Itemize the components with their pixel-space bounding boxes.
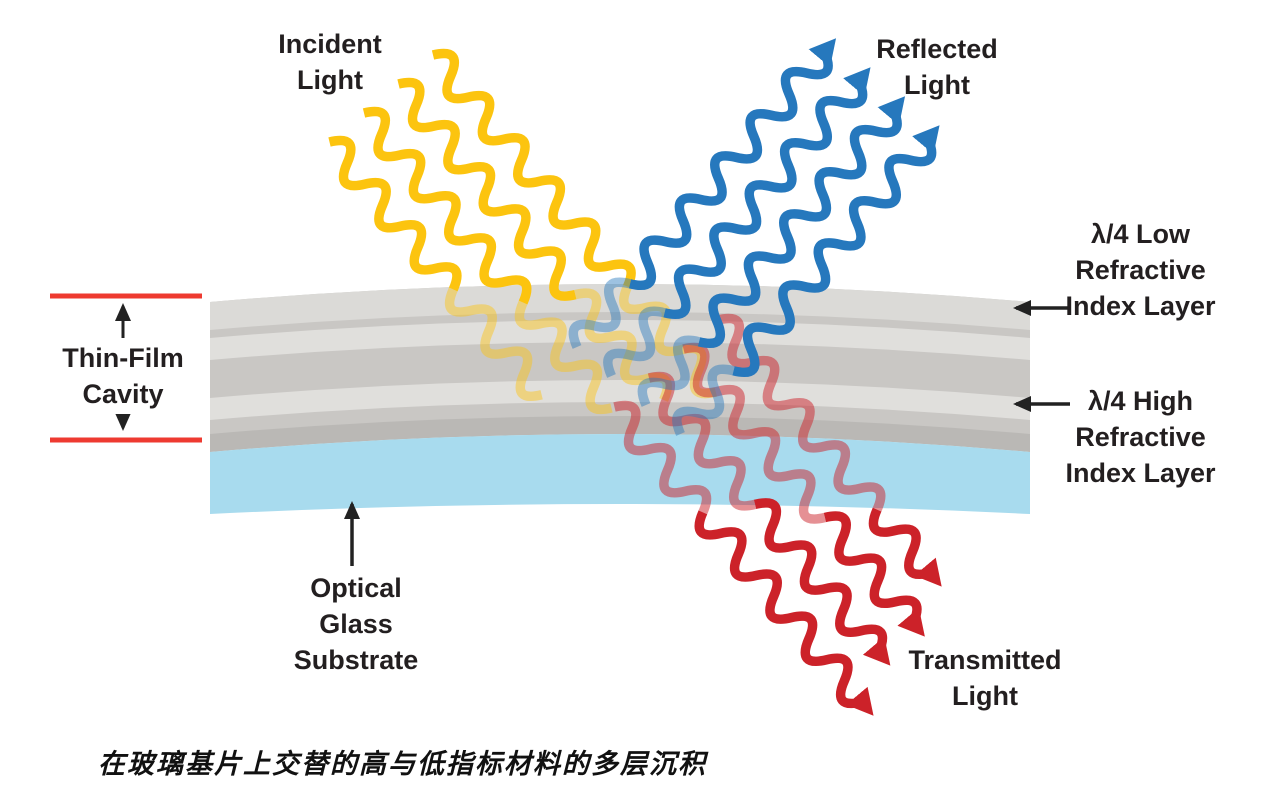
optical-glass-substrate-label-line1: Optical <box>310 573 402 603</box>
low-index-layer-label-line1: λ/4 Low <box>1090 219 1191 249</box>
transmitted-wave-segment <box>613 400 712 515</box>
reflected-wave-segment <box>672 364 735 436</box>
diagram-caption: 在玻璃基片上交替的高与低指标材料的多层沉积 <box>98 749 707 779</box>
transmitted-wave-segment <box>753 498 891 666</box>
transmitted-light-beams <box>613 313 942 716</box>
optical-glass-substrate-label: Optical Glass Substrate <box>266 570 446 678</box>
transmitted-wave-beam <box>647 371 891 666</box>
high-index-layer-label: λ/4 High Refractive Index Layer <box>1043 383 1238 491</box>
optical-glass-substrate-label-line3: Substrate <box>293 645 419 675</box>
transmitted-wave-segment <box>694 510 874 716</box>
transmitted-light-label-line2: Light <box>952 681 1018 711</box>
reflected-wave-segment <box>628 38 837 291</box>
reflected-wave-segment <box>697 96 906 349</box>
transmitted-wave-segment <box>647 371 757 511</box>
coating-top-highlight <box>210 284 1030 330</box>
incident-wave-beam <box>328 135 543 402</box>
reflected-light-label-line2: Light <box>904 70 970 100</box>
incident-wave-segment <box>444 287 543 402</box>
high-index-layer-label-line3: Index Layer <box>1065 458 1216 488</box>
high-index-layer-label-line1: λ/4 High <box>1087 386 1194 416</box>
incident-light-label: Incident Light <box>240 26 420 98</box>
low-index-band <box>210 320 1030 360</box>
high-index-layer-label-line2: Refractive <box>1075 422 1206 452</box>
low-index-layer-label-line3: Index Layer <box>1065 291 1216 321</box>
reflected-light-beams <box>568 38 940 436</box>
low-index-layer-label-line2: Refractive <box>1075 255 1206 285</box>
low-index-layer-label: λ/4 Low Refractive Index Layer <box>1043 216 1238 324</box>
reflected-wave-segment <box>732 125 940 378</box>
reflected-wave-segment <box>603 306 666 378</box>
transmitted-wave-beam <box>613 400 874 716</box>
transmitted-wave-beam <box>716 313 942 587</box>
reflected-wave-segment <box>637 335 701 407</box>
transmitted-wave-beam <box>682 342 925 637</box>
transmitted-light-label-line1: Transmitted <box>908 645 1062 675</box>
incident-wave-segment <box>514 300 613 415</box>
reflected-wave-beam <box>603 67 871 378</box>
incident-wave-segment <box>397 77 577 301</box>
coating-stack <box>210 284 1030 514</box>
thin-film-cavity-label: Thin-Film Cavity <box>48 338 198 414</box>
glass-substrate <box>210 434 1030 514</box>
transmitted-wave-segment <box>682 342 827 524</box>
reflected-wave-segment <box>663 67 871 320</box>
high-index-band <box>210 380 1030 420</box>
incident-wave-segment <box>431 48 636 289</box>
optical-glass-substrate-label-line2: Glass <box>319 609 393 639</box>
incident-wave-beam <box>362 106 613 415</box>
reflected-wave-beam <box>672 125 940 436</box>
incident-light-label-line2: Light <box>297 65 363 95</box>
transmitted-wave-segment <box>716 313 886 512</box>
reflected-wave-segment <box>568 277 632 349</box>
transmitted-light-label: Transmitted Light <box>880 642 1090 714</box>
incident-wave-segment <box>362 106 532 305</box>
reflected-wave-beam <box>568 38 837 349</box>
incident-wave-segment <box>328 135 462 292</box>
reflected-light-label: Reflected Light <box>847 31 1027 103</box>
thin-film-cavity-label-line2: Cavity <box>82 379 164 409</box>
reflected-wave-beam <box>637 96 906 407</box>
incident-light-label-line1: Incident <box>278 29 382 59</box>
reflected-light-label-line1: Reflected <box>876 34 998 64</box>
transmitted-wave-segment <box>823 511 925 637</box>
transmitted-wave-segment <box>868 507 942 587</box>
thin-film-cavity-label-line1: Thin-Film <box>62 343 184 373</box>
